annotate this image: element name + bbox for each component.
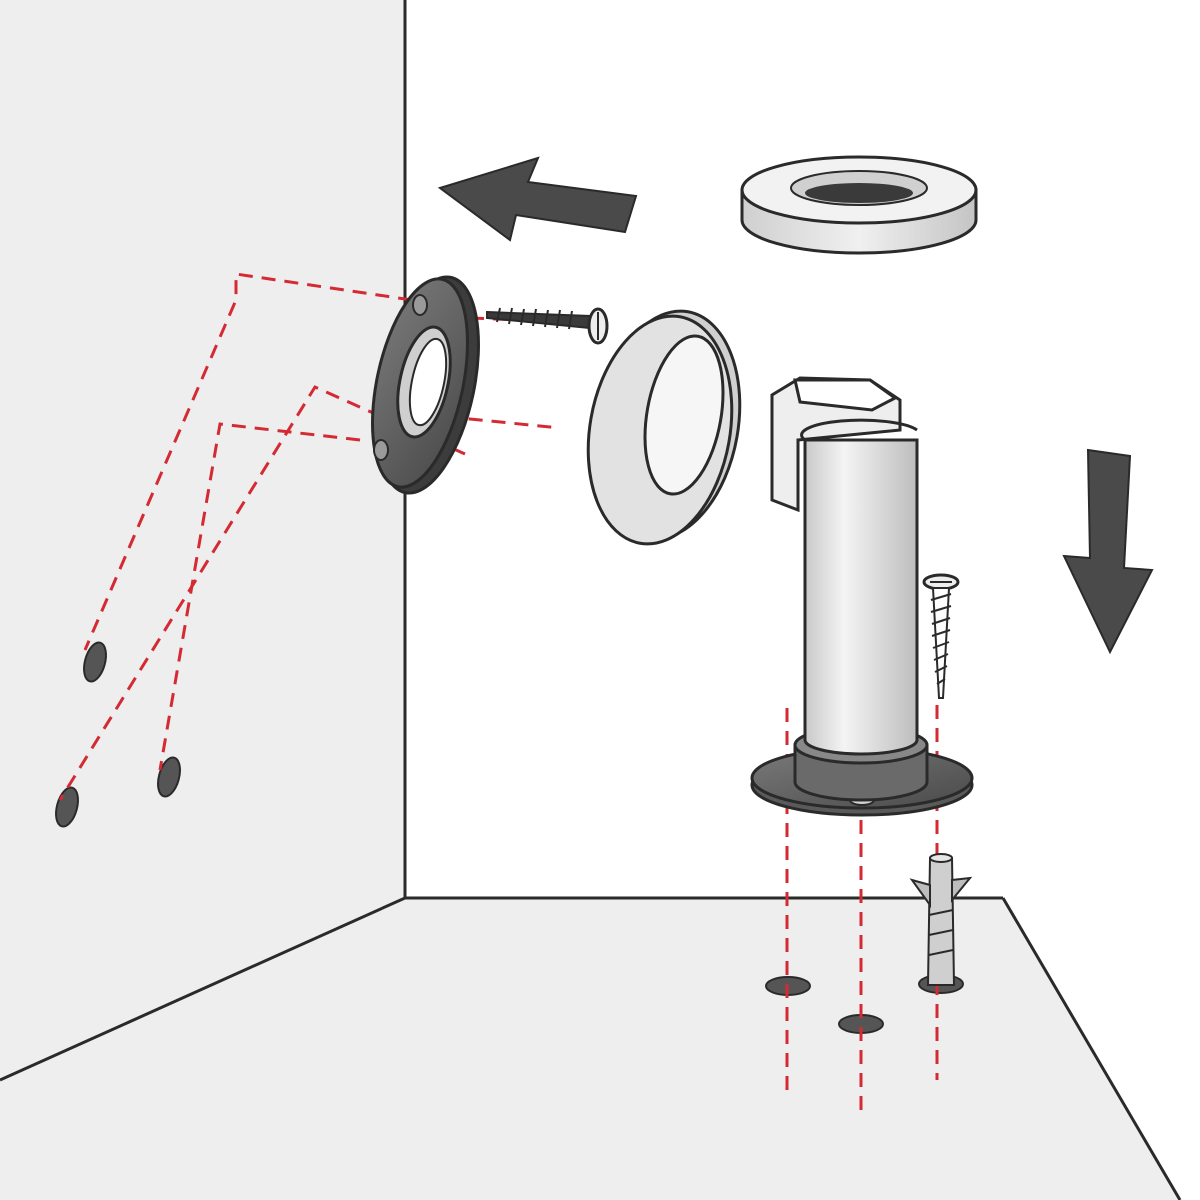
guide-line	[158, 422, 361, 771]
wall-magnet-cup	[586, 309, 742, 546]
arrow-left-icon	[437, 156, 638, 242]
guide-lines	[58, 272, 939, 1115]
rubber-ring-floor	[740, 155, 978, 255]
guide-line	[83, 272, 413, 651]
door-stop-body	[750, 376, 974, 817]
wall-hole	[157, 756, 181, 798]
screw-icon	[486, 307, 609, 345]
wall-mount-plate	[371, 275, 480, 495]
screw-icon	[922, 573, 960, 699]
screw-hole	[373, 439, 389, 461]
back-wall	[405, 0, 1200, 1200]
arrow-down-icon	[1062, 448, 1154, 655]
floor	[0, 898, 1180, 1200]
left-wall	[0, 0, 405, 1080]
wall-hole	[83, 641, 107, 683]
screw-hole	[412, 294, 428, 316]
wall-plug-icon	[909, 853, 973, 986]
